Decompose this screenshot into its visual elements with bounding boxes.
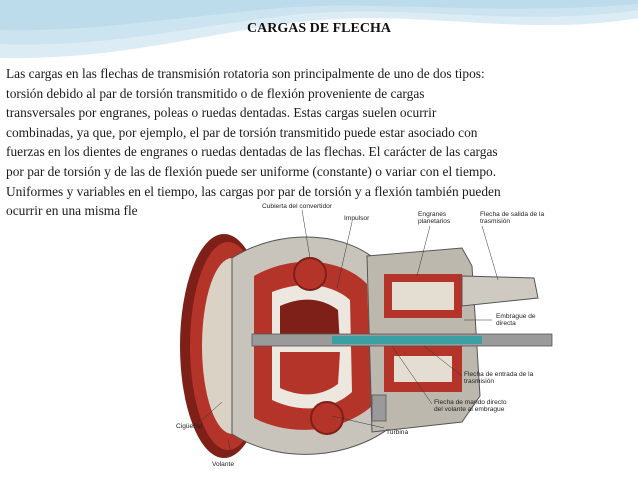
label-impulsor: Impulsor xyxy=(344,215,370,222)
slide-paragraph: Las cargas en las flechas de transmisión… xyxy=(6,64,632,221)
label-turbina: Turbina xyxy=(386,429,408,436)
paragraph-line: transversales por engranes, poleas o rue… xyxy=(6,105,437,121)
paragraph-line: combinadas, ya que, por ejemplo, el par … xyxy=(6,124,478,140)
paragraph-line: ocurrir en una misma fle xyxy=(6,203,138,219)
label-cubierta: Cubierta del convertidor xyxy=(262,203,333,210)
paragraph-line: fuerzas en los dientes de engranes o rue… xyxy=(6,144,498,160)
paragraph-line: por par de torsión y de las de flexión p… xyxy=(6,163,497,179)
label-ciguenal: Cigüeñal xyxy=(176,423,203,430)
transmission-cutaway-diagram: Cubierta del convertidor Impulsor Engran… xyxy=(176,203,553,468)
paragraph-line: Uniformes y variables en el tiempo, las … xyxy=(6,183,501,199)
paragraph-line: torsión debido al par de torsión transmi… xyxy=(6,85,425,101)
label-volante: Volante xyxy=(212,461,234,468)
diagram-labels: Cubierta del convertidor Impulsor Engran… xyxy=(176,203,544,468)
slide-title: CARGAS DE FLECHA xyxy=(247,21,391,36)
paragraph-line: Las cargas en las flechas de transmisión… xyxy=(6,66,485,81)
main-shaft-shape xyxy=(251,333,553,422)
